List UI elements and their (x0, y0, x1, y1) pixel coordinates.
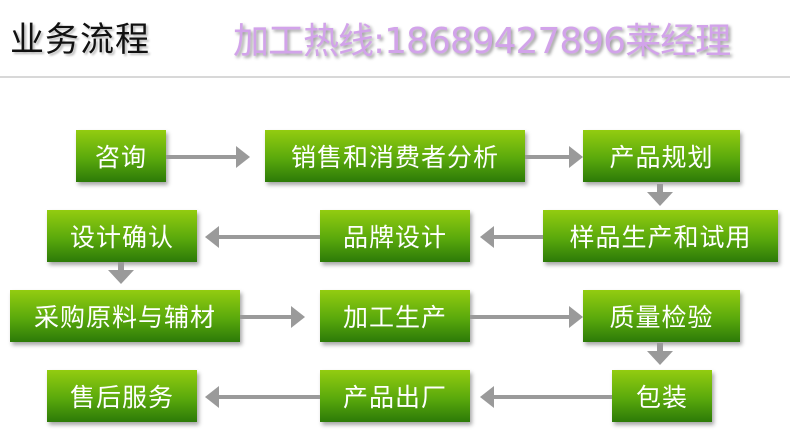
arrow-right-icon (525, 146, 583, 168)
arrow-left-icon (205, 226, 320, 248)
step-brand-design: 品牌设计 (320, 210, 470, 262)
step-procurement: 采购原料与辅材 (10, 290, 240, 342)
step-quality-check: 质量检验 (583, 290, 740, 342)
arrow-right-icon (166, 146, 250, 168)
header-divider (0, 76, 790, 78)
step-sample-trial: 样品生产和试用 (543, 210, 778, 262)
step-shipment: 产品出厂 (320, 370, 470, 422)
page-title: 业务流程 (10, 20, 150, 60)
arrow-right-icon (470, 306, 583, 328)
arrow-left-icon (480, 226, 543, 248)
step-processing: 加工生产 (320, 290, 470, 342)
arrow-left-icon (205, 386, 320, 408)
step-sales-analysis: 销售和消费者分析 (265, 130, 525, 182)
step-packaging: 包装 (612, 370, 712, 422)
step-design-confirm: 设计确认 (47, 210, 197, 262)
arrow-down-icon (108, 262, 134, 284)
step-product-planning: 产品规划 (583, 130, 740, 182)
hotline-text: 加工热线:18689427896莱经理 (233, 21, 731, 62)
arrow-left-icon (480, 386, 612, 408)
step-after-sales: 售后服务 (47, 370, 197, 422)
step-consult: 咨询 (76, 130, 166, 182)
arrow-down-icon (647, 184, 673, 206)
arrow-down-icon (647, 343, 673, 365)
arrow-right-icon (240, 306, 305, 328)
